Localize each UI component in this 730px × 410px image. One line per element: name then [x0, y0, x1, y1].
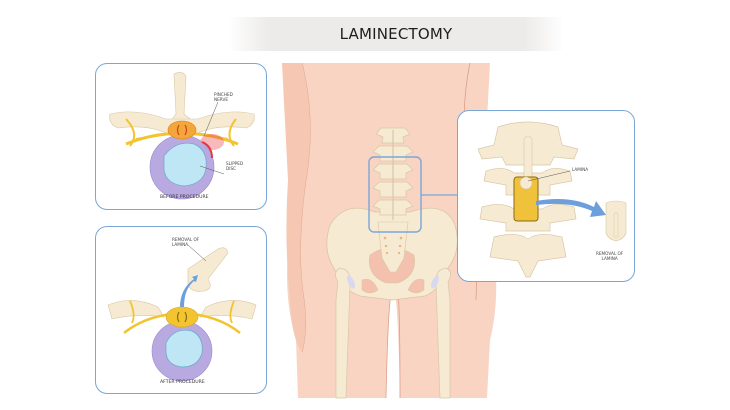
lamina-notch [519, 176, 533, 190]
removal-of-lamina-label: REMOVAL OF LAMINA [596, 251, 623, 262]
before-procedure-panel: PINCHED NERVE SLIPPED DISC BEFORE PROCED… [95, 63, 267, 210]
lamina-label: LAMINA [572, 167, 589, 172]
sacral-foramina [383, 236, 403, 255]
spinal-canal-mark [176, 311, 188, 323]
pinched-nerve-label: PINCHED NERVE [214, 92, 233, 103]
after-procedure-caption: AFTER PROCEDURE [160, 380, 205, 385]
left-obturator [361, 278, 379, 294]
after-vertebra-illustration [107, 244, 257, 382]
left-arm [282, 63, 311, 352]
after-procedure-panel: REMOVAL OF LAMINA AFTER PROCEDURE [95, 226, 267, 394]
removed-lamina-process [613, 211, 619, 238]
nerve-roots [129, 300, 235, 324]
lamina-detail-panel: LAMINA REMOVAL OF LAMINA [457, 110, 635, 282]
curved-arrow-icon [536, 199, 606, 217]
label-line: REMOVAL OF [172, 237, 200, 242]
lamina-detail-illustration [477, 121, 627, 278]
removal-pointer [187, 244, 207, 262]
left-transverse [107, 300, 165, 320]
pinched-nerve-pointer [203, 101, 219, 137]
label-line: SLIPPED [226, 161, 244, 166]
label-line: NERVE [214, 97, 228, 103]
page-title: LAMINECTOMY [339, 25, 453, 43]
right-hip-cartilage [430, 275, 440, 289]
removed-lamina [187, 247, 229, 292]
label-line: LAMINA [601, 256, 618, 262]
left-hip-cartilage [346, 275, 356, 289]
spinal-cord [165, 306, 199, 328]
vertebrae-stack [477, 121, 579, 278]
slipped-disc-label: SLIPPED DISC [226, 161, 243, 172]
right-transverse [199, 300, 257, 320]
label-line: LAMINA [172, 242, 189, 248]
label-line: DISC [226, 166, 237, 172]
before-vertebra-illustration [109, 72, 255, 200]
leg-gap [386, 290, 400, 398]
slipped-disc-pointer [199, 165, 225, 175]
before-procedure-caption: BEFORE PROCEDURE [160, 195, 209, 200]
label-line: PINCHED [214, 92, 233, 97]
lamina-pointer [527, 170, 571, 182]
spinous-process [169, 72, 195, 123]
removal-of-lamina-label: REMOVAL OF LAMINA [172, 237, 199, 248]
spinal-cord [167, 120, 197, 140]
slipped-disc-nucleus [163, 142, 207, 187]
label-line: REMOVAL OF [596, 251, 624, 256]
spinal-canal-mark [176, 124, 188, 136]
disc-nucleus [165, 329, 203, 368]
title-banner: LAMINECTOMY [228, 17, 564, 51]
right-obturator [407, 278, 425, 294]
curved-arrow-icon [180, 275, 198, 307]
herniation-edge [201, 141, 213, 159]
sacrum [377, 221, 409, 273]
